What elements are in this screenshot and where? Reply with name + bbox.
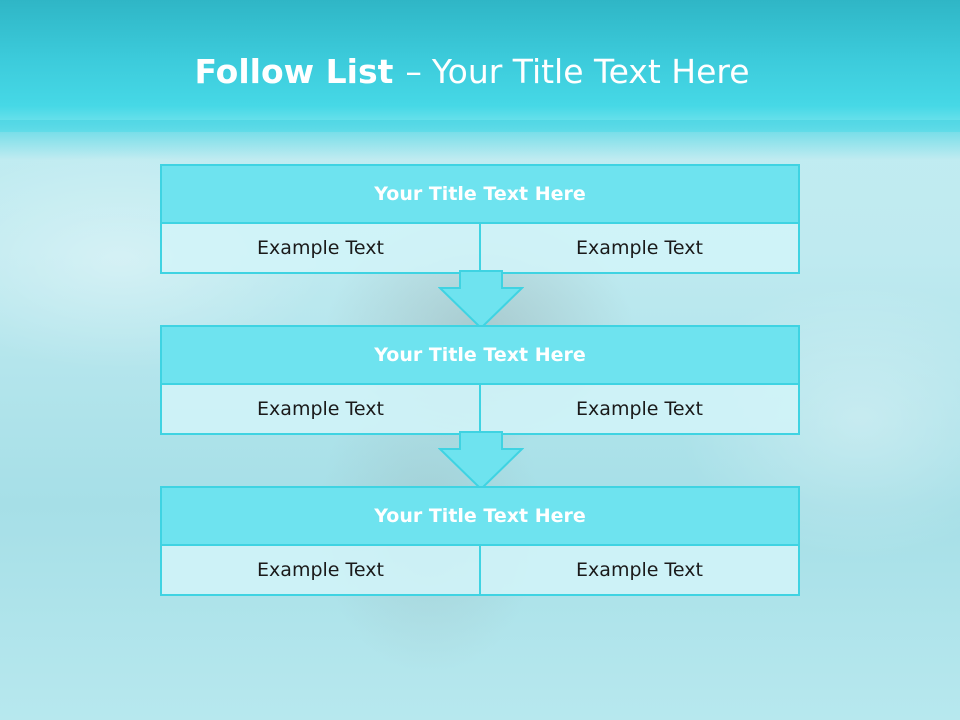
slide-title-separator: – bbox=[405, 52, 422, 91]
slide-title: Follow List–Your Title Text Here bbox=[0, 52, 944, 91]
down-arrow-icon bbox=[438, 270, 524, 330]
step-2-row: Example Text Example Text bbox=[162, 385, 798, 433]
title-band bbox=[0, 0, 960, 132]
step-block-2: Your Title Text Here Example Text Exampl… bbox=[160, 325, 800, 435]
step-1-row: Example Text Example Text bbox=[162, 224, 798, 272]
step-block-3: Your Title Text Here Example Text Exampl… bbox=[160, 486, 800, 596]
down-arrow-icon bbox=[438, 431, 524, 491]
step-2-title: Your Title Text Here bbox=[162, 327, 798, 385]
step-3-title: Your Title Text Here bbox=[162, 488, 798, 546]
slide-title-bold: Follow List bbox=[194, 52, 394, 91]
step-3-left-text: Example Text bbox=[257, 559, 384, 581]
step-1-right-text: Example Text bbox=[479, 224, 798, 272]
step-3-right-text: Example Text bbox=[479, 546, 798, 594]
step-1-left-text: Example Text bbox=[257, 237, 384, 259]
step-block-1: Your Title Text Here Example Text Exampl… bbox=[160, 164, 800, 274]
step-2-left-text: Example Text bbox=[257, 398, 384, 420]
step-1-title: Your Title Text Here bbox=[162, 166, 798, 224]
title-band-fade bbox=[0, 120, 960, 160]
step-3-row: Example Text Example Text bbox=[162, 546, 798, 594]
slide-title-rest: Your Title Text Here bbox=[431, 52, 750, 91]
step-2-right-text: Example Text bbox=[479, 385, 798, 433]
